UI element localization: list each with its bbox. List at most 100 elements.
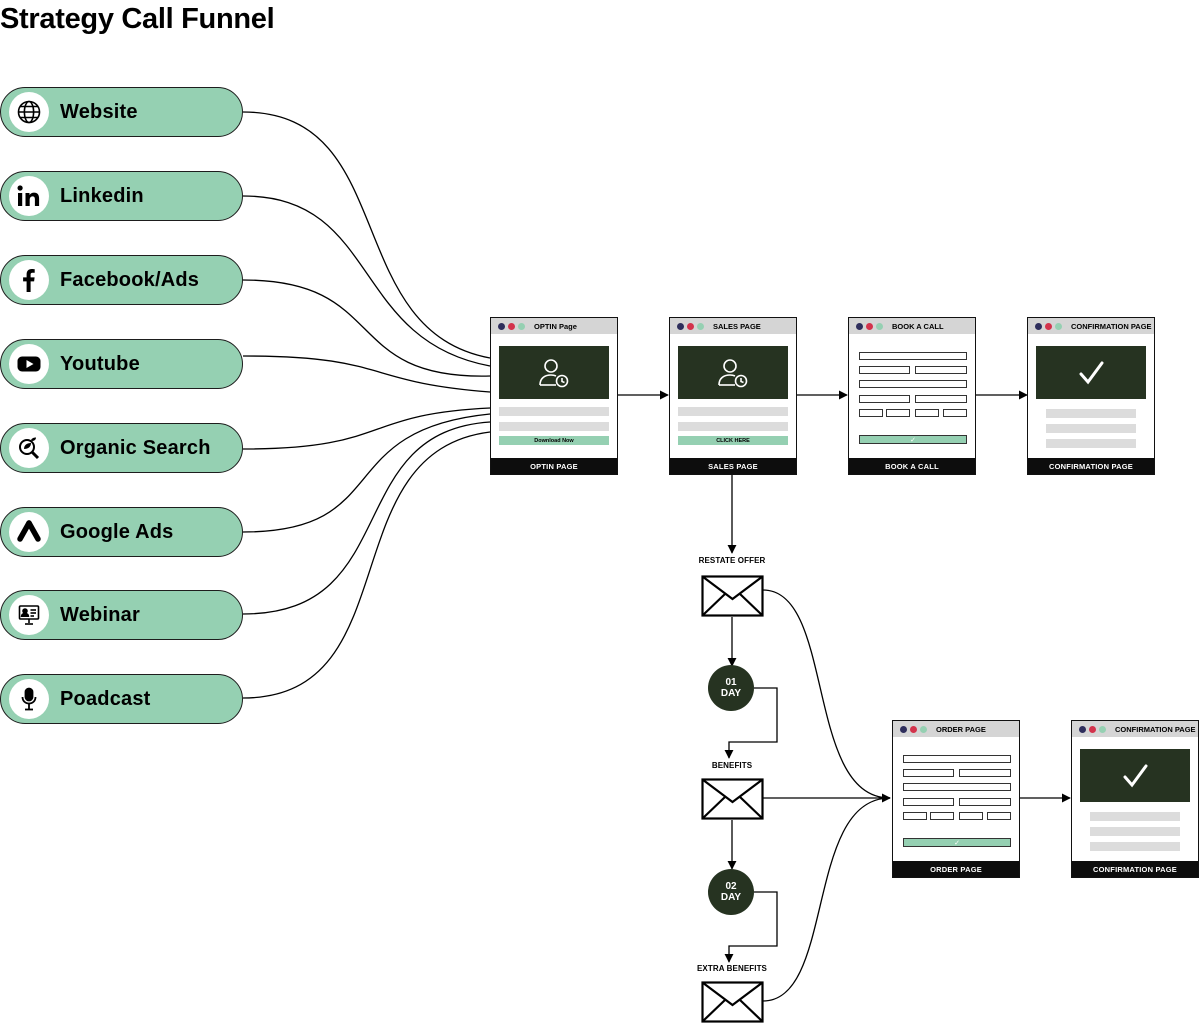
browser-bar: BOOK A CALL: [849, 318, 975, 334]
form-field[interactable]: [915, 409, 939, 417]
page-header-label: SALES PAGE: [713, 321, 761, 331]
connector-poadcast: [242, 431, 491, 699]
source-label: Organic Search: [60, 436, 211, 459]
optin-page-card[interactable]: OPTIN Page Download Now OPTIN PAGE: [490, 317, 618, 475]
form-field[interactable]: [859, 352, 967, 360]
form-field[interactable]: [903, 769, 954, 777]
source-linkedin[interactable]: Linkedin: [0, 171, 243, 221]
form-field[interactable]: [915, 366, 967, 374]
connector-restate-to-order: [762, 589, 891, 799]
text-placeholder: [499, 407, 609, 416]
form-field[interactable]: [903, 798, 954, 806]
envelope-icon: [701, 575, 764, 617]
diagram-title: Strategy Call Funnel: [0, 3, 275, 35]
day-unit: DAY: [720, 892, 742, 903]
source-website[interactable]: Website: [0, 87, 243, 137]
checkmark-icon: [1036, 346, 1146, 399]
page-header-label: OPTIN Page: [534, 321, 577, 331]
page-footer-label: CONFIRMATION PAGE: [1072, 861, 1198, 877]
text-placeholder: [678, 422, 788, 431]
text-placeholder: [1046, 409, 1136, 418]
form-field[interactable]: [859, 366, 910, 374]
browser-bar: OPTIN Page: [491, 318, 617, 334]
confirmation-page-card[interactable]: CONFIRMATION PAGE CONFIRMATION PAGE: [1027, 317, 1155, 475]
webinar-icon: [9, 595, 49, 635]
facebook-icon: [9, 260, 49, 300]
source-facebook-ads[interactable]: Facebook/Ads: [0, 255, 243, 305]
user-clock-icon: [678, 346, 788, 399]
form-field[interactable]: [959, 798, 1011, 806]
page-footer-label: SALES PAGE: [670, 458, 796, 474]
form-field[interactable]: [959, 769, 1011, 777]
form-field[interactable]: [959, 812, 983, 820]
envelope-icon: [701, 981, 764, 1023]
book-a-call-page-card[interactable]: BOOK A CALL ✓ BOOK A CALL: [848, 317, 976, 475]
source-label: Website: [60, 100, 138, 123]
source-webinar[interactable]: Webinar: [0, 590, 243, 640]
form-field[interactable]: [903, 783, 1011, 791]
confirmation-page-card[interactable]: CONFIRMATION PAGE CONFIRMATION PAGE: [1071, 720, 1199, 878]
source-poadcast[interactable]: Poadcast: [0, 674, 243, 724]
submit-button[interactable]: ✓: [859, 435, 967, 444]
envelope-icon: [701, 778, 764, 820]
source-label: Facebook/Ads: [60, 268, 200, 291]
source-organic-search[interactable]: Organic Search: [0, 423, 243, 473]
text-placeholder: [1046, 424, 1136, 433]
connector-linkedin: [242, 195, 491, 367]
text-placeholder: [1090, 827, 1180, 836]
connector-website: [242, 111, 491, 359]
day-number: 02: [725, 881, 737, 892]
page-footer-label: BOOK A CALL: [849, 458, 975, 474]
google-ads-icon: [9, 512, 49, 552]
linkedin-icon: [9, 176, 49, 216]
browser-bar: CONFIRMATION PAGE: [1028, 318, 1154, 334]
form-field[interactable]: [903, 812, 927, 820]
text-placeholder: [1090, 812, 1180, 821]
form-field[interactable]: [903, 755, 1011, 763]
form-field[interactable]: [930, 812, 954, 820]
microphone-icon: [9, 679, 49, 719]
source-label: Youtube: [60, 352, 140, 375]
globe-icon: [9, 92, 49, 132]
connector-facebook: [242, 279, 491, 377]
connector-extra-to-order: [762, 797, 891, 1002]
source-google-ads[interactable]: Google Ads: [0, 507, 243, 557]
source-label: Google Ads: [60, 520, 174, 543]
source-label: Webinar: [60, 603, 140, 626]
sales-page-card[interactable]: SALES PAGE CLICK HERE SALES PAGE: [669, 317, 797, 475]
search-leaf-icon: [9, 428, 49, 468]
connector-google-ads: [242, 413, 491, 533]
page-header-label: ORDER PAGE: [936, 724, 986, 734]
source-youtube[interactable]: Youtube: [0, 339, 243, 389]
form-field[interactable]: [987, 812, 1011, 820]
text-placeholder: [678, 407, 788, 416]
page-footer-label: OPTIN PAGE: [491, 458, 617, 474]
submit-button[interactable]: ✓: [903, 838, 1011, 847]
form-field[interactable]: [859, 409, 883, 417]
user-clock-icon: [499, 346, 609, 399]
day-02-badge: 02 DAY: [708, 869, 754, 915]
page-header-label: CONFIRMATION PAGE: [1071, 321, 1152, 331]
click-here-button[interactable]: CLICK HERE: [678, 436, 788, 445]
source-label: Linkedin: [60, 184, 144, 207]
form-field[interactable]: [859, 380, 967, 388]
day-number: 01: [725, 677, 737, 688]
page-header-label: BOOK A CALL: [892, 321, 944, 331]
day-unit: DAY: [720, 688, 742, 699]
form-field[interactable]: [943, 409, 967, 417]
text-placeholder: [499, 422, 609, 431]
text-placeholder: [1090, 842, 1180, 851]
email-title: EXTRA BENEFITS: [697, 964, 767, 973]
source-label: Poadcast: [60, 687, 151, 710]
download-now-button[interactable]: Download Now: [499, 436, 609, 445]
email-title: BENEFITS: [711, 761, 753, 770]
page-footer-label: CONFIRMATION PAGE: [1028, 458, 1154, 474]
arrow-day2-to-extra: [724, 891, 778, 963]
form-field[interactable]: [886, 409, 910, 417]
form-field[interactable]: [915, 395, 967, 403]
form-field[interactable]: [859, 395, 910, 403]
browser-bar: CONFIRMATION PAGE: [1072, 721, 1198, 737]
youtube-icon: [9, 344, 49, 384]
order-page-card[interactable]: ORDER PAGE ✓ ORDER PAGE: [892, 720, 1020, 878]
